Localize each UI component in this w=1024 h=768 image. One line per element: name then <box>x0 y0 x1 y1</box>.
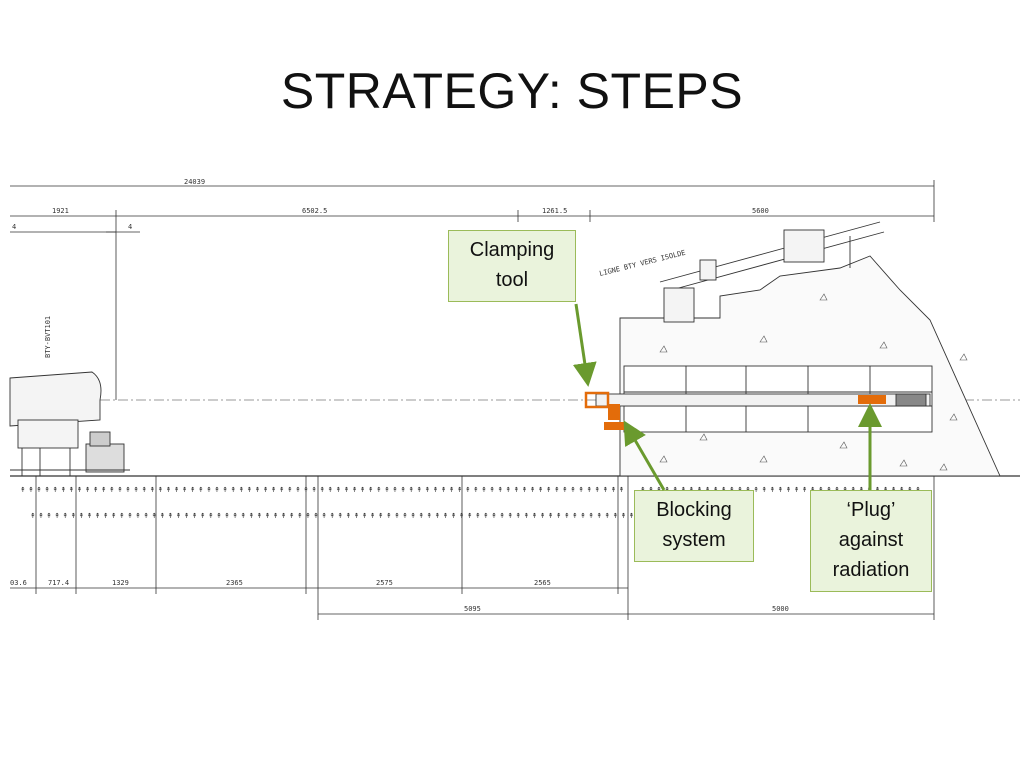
technical-drawing: ↟ ↟ ↟ ↟ ↟ ↟ ↟ ↟ ↟ ↟ ↟ ↟ ↟ ↟ ↟ ↟ ↟ ↟ ↟ ↟ … <box>9 178 1020 620</box>
callout-blocking-system: Blocking system <box>634 490 754 562</box>
callout-plug-line-2: against <box>838 529 904 551</box>
line-label: LIGNE BTY VERS ISOLDE <box>599 249 687 278</box>
soil-pattern: ↟ ↟ ↟ ↟ ↟ ↟ ↟ ↟ ↟ ↟ ↟ ↟ ↟ ↟ ↟ ↟ ↟ ↟ ↟ ↟ … <box>20 486 921 520</box>
dim-bottom-6: 2565 <box>534 579 551 587</box>
callout-blocking-line-1: Blocking <box>656 499 732 521</box>
slide-title: STRATEGY: STEPS <box>280 63 744 119</box>
dim-top-2: 6502.5 <box>302 207 327 215</box>
plug-highlight <box>858 395 886 404</box>
vertical-label: BTY-BVT101 <box>44 316 52 358</box>
dim-bottom-2: 717.4 <box>48 579 69 587</box>
dim-bottom-4: 2365 <box>226 579 243 587</box>
callout-plug-line-1: ‘Plug’ <box>846 499 896 521</box>
callout-clamping-tool: Clamping tool <box>448 230 576 302</box>
concrete-shielding <box>595 255 1001 477</box>
dim-bottom-8: 5000 <box>772 605 789 613</box>
blocking-system-highlight <box>608 404 620 420</box>
dim-bottom-3: 1329 <box>112 579 129 587</box>
dim-top-4: 5600 <box>752 207 769 215</box>
callout-plug-line-3: radiation <box>832 559 910 581</box>
callout-clamping-line-2: tool <box>495 269 529 291</box>
dim-bottom-1: 03.6 <box>10 579 27 587</box>
left-machine <box>9 371 130 476</box>
dim-top-5: 4 <box>12 223 16 231</box>
dim-top-1: 1921 <box>52 207 69 215</box>
blocking-plate-highlight <box>604 422 626 430</box>
dim-top-6: 4 <box>128 223 132 231</box>
callout-clamping-line-1: Clamping <box>469 239 555 261</box>
highlighted-components <box>584 391 886 430</box>
svg-text:↟ ↟ ↟ ↟ ↟ ↟ ↟ ↟ ↟ ↟ ↟ ↟ ↟ ↟ ↟: ↟ ↟ ↟ ↟ ↟ ↟ ↟ ↟ ↟ ↟ ↟ ↟ ↟ ↟ ↟ ↟ ↟ ↟ ↟ ↟ … <box>30 512 635 520</box>
callout-blocking-line-2: system <box>662 529 726 551</box>
dim-bottom-7: 5095 <box>464 605 481 613</box>
svg-text:↟ ↟ ↟ ↟ ↟ ↟ ↟ ↟ ↟ ↟ ↟ ↟ ↟ ↟ ↟: ↟ ↟ ↟ ↟ ↟ ↟ ↟ ↟ ↟ ↟ ↟ ↟ ↟ ↟ ↟ ↟ ↟ ↟ ↟ ↟ … <box>640 486 921 494</box>
clamping-tool-highlight <box>584 391 610 409</box>
svg-text:↟ ↟ ↟ ↟ ↟ ↟ ↟ ↟ ↟ ↟ ↟ ↟ ↟ ↟ ↟: ↟ ↟ ↟ ↟ ↟ ↟ ↟ ↟ ↟ ↟ ↟ ↟ ↟ ↟ ↟ ↟ ↟ ↟ ↟ ↟ … <box>20 486 625 494</box>
beam-line-structure <box>659 221 885 323</box>
dim-top-3: 1261.5 <box>542 207 567 215</box>
callout-plug: ‘Plug’ against radiation <box>810 490 932 592</box>
dim-bottom-5: 2575 <box>376 579 393 587</box>
dim-top-total: 24039 <box>184 178 205 186</box>
